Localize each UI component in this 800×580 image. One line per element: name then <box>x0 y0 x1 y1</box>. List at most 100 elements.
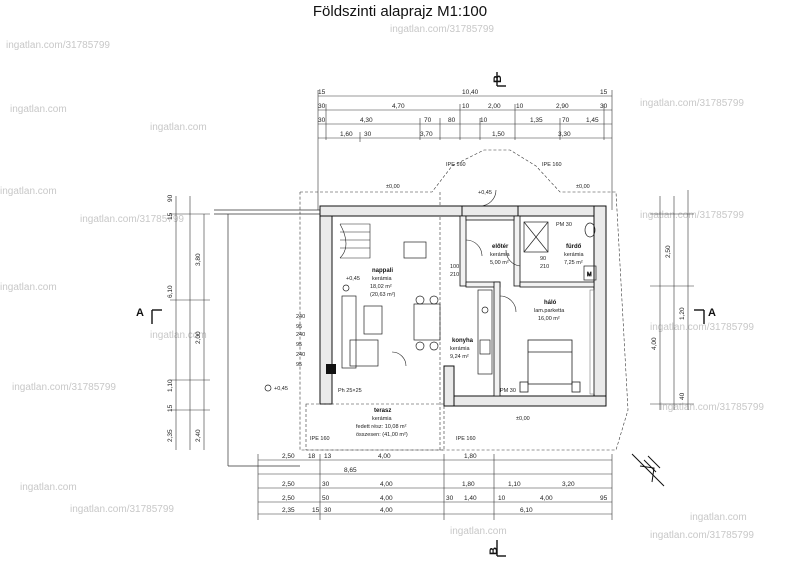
dim-label: 1,20 <box>679 307 686 320</box>
doors <box>391 189 521 367</box>
bottom-dimension-lines <box>257 454 613 520</box>
watermark: ingatlan.com/31785799 <box>650 530 754 541</box>
dim-label: 3,70 <box>420 131 433 138</box>
dim-label: 30 <box>364 131 372 138</box>
dim-label: 4,00 <box>651 337 658 350</box>
dim-label: 1,60 <box>340 131 353 138</box>
dim-label: 4,70 <box>392 103 405 110</box>
room-name: terasz <box>374 408 391 414</box>
section-label: B <box>492 75 504 83</box>
room-name: konyha <box>452 338 474 344</box>
dim-label: 240 <box>296 332 305 338</box>
dim-label: 10 <box>516 103 524 110</box>
dim-label: 10 <box>498 495 506 502</box>
top-dimension-lines <box>317 90 613 210</box>
dim-label: 4,00 <box>378 453 391 460</box>
dim-label: 8,65 <box>344 467 357 474</box>
dim-label: 240 <box>296 314 305 320</box>
room-floor: kerámia <box>372 416 393 422</box>
watermark: ingatlan.com/31785799 <box>70 504 174 515</box>
watermark: ingatlan.com <box>0 282 57 293</box>
dim-label: 2,50 <box>665 245 672 258</box>
dim-label: 1,40 <box>464 495 477 502</box>
dim-label: 1,10 <box>167 379 174 392</box>
watermark: ingatlan.com <box>150 330 207 341</box>
dim-label: 4,30 <box>360 117 373 124</box>
dim-label: 95 <box>296 324 302 330</box>
dim-label: 2,35 <box>167 429 174 442</box>
level-label: ±0,00 <box>386 184 400 190</box>
terrace-outline <box>305 403 445 451</box>
door-sizes: 100 210 90 210 <box>450 256 549 278</box>
room-floor: lam.parketta <box>534 308 565 314</box>
dim-label: 2,50 <box>282 481 295 488</box>
dim-label: 70 <box>562 117 570 124</box>
dim-label: 1,35 <box>530 117 543 124</box>
room-floor: kerámia <box>450 346 471 352</box>
dim-label: 4,00 <box>380 481 393 488</box>
dim-label: 95 <box>296 362 302 368</box>
room-name: előtér <box>492 244 509 250</box>
watermark: ingatlan.com <box>690 512 747 523</box>
level-label: +0,45 <box>346 276 360 282</box>
room-terasz: terasz kerámia fedett rész: 10,08 m² öss… <box>356 408 408 438</box>
level-marks: ±0,00 ±0,00 +0,45 ±0,00 +0,45 <box>346 184 590 422</box>
interior-walls <box>459 215 595 397</box>
beam-label: IPE 160 <box>542 162 562 168</box>
dim-label: 4,00 <box>540 495 553 502</box>
watermark: ingatlan.com/31785799 <box>390 24 494 35</box>
level-label: ±0,00 <box>516 416 530 422</box>
watermark: ingatlan.com <box>20 482 77 493</box>
dim-label: 30 <box>446 495 454 502</box>
dim-label: 6,10 <box>167 285 174 298</box>
dim-label: 15 <box>312 507 320 514</box>
dim-label: 240 <box>296 352 305 358</box>
door-label: 90 <box>540 256 546 262</box>
dim-label: 3,20 <box>562 481 575 488</box>
dim-label: 15 <box>167 404 174 412</box>
room-area: fedett rész: 10,08 m² <box>356 424 407 430</box>
dim-label: 30 <box>324 507 332 514</box>
roof-outline <box>299 149 629 451</box>
right-dimension-labels: 2,50 1,20 4,00 40 <box>651 245 686 400</box>
bottom-dimension-labels: 2,50 18 13 4,00 1,80 8,65 2,50 30 4,00 1… <box>282 453 608 514</box>
dim-label: 15 <box>600 89 608 96</box>
wardrobe <box>589 289 595 395</box>
interior-dims: 240 240 240 95 95 95 <box>296 314 305 368</box>
dim-label: 10,40 <box>462 89 479 96</box>
room-area: 5,00 m² <box>490 260 509 266</box>
room-area: 16,00 m² <box>538 316 560 322</box>
section-label: A <box>708 307 716 319</box>
north-arrow-icon <box>631 453 665 487</box>
beam-label: IPE 160 <box>456 436 476 442</box>
watermark: ingatlan.com/31785799 <box>660 402 764 413</box>
level-label: +0,45 <box>478 190 492 196</box>
dim-label: 2,50 <box>282 453 295 460</box>
left-dimension-labels: 90 15 3,80 6,10 2,00 1,10 15 2,35 2,40 <box>167 194 202 442</box>
room-halo: háló lam.parketta 16,00 m² <box>534 300 565 322</box>
room-furdo: fürdő kerámia 7,25 m² <box>564 244 585 266</box>
beam-label: IPE 160 <box>446 162 466 168</box>
right-dimension-lines <box>650 190 694 410</box>
room-area: (20,63 m²) <box>370 292 396 298</box>
left-dimension-lines <box>170 196 210 450</box>
dim-label: 90 <box>167 194 174 202</box>
dim-label: 3,30 <box>558 131 571 138</box>
beam-label: PM 30 <box>500 388 516 394</box>
kitchen-counter <box>477 289 493 375</box>
watermark: ingatlan.com/31785799 <box>650 322 754 333</box>
dim-label: 1,50 <box>492 131 505 138</box>
dim-label: 1,80 <box>462 481 475 488</box>
dim-label: 70 <box>424 117 432 124</box>
room-area: 9,24 m² <box>450 354 469 360</box>
ph-column: Ph 25×25 <box>326 364 362 394</box>
watermark: ingatlan.com/31785799 <box>640 98 744 109</box>
door-label: 100 <box>450 264 459 270</box>
watermark: ingatlan.com/31785799 <box>12 382 116 393</box>
dim-label: 6,10 <box>520 507 533 514</box>
room-name: nappali <box>372 268 393 274</box>
dim-label: 3,80 <box>195 253 202 266</box>
dim-label: 1,80 <box>464 453 477 460</box>
living-furniture <box>341 241 441 369</box>
room-name: fürdő <box>566 244 582 250</box>
